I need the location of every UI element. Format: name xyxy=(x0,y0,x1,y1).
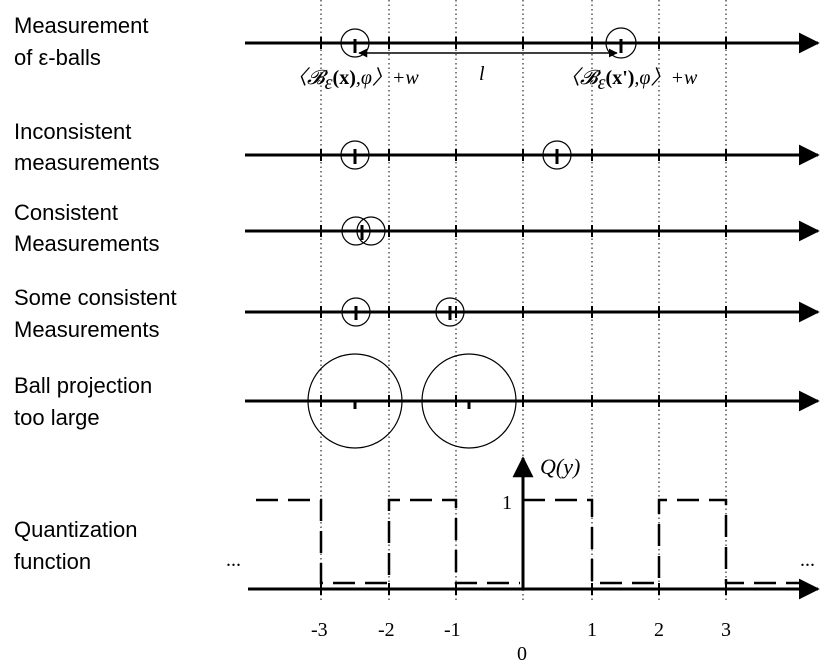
row-label-line-1: Ball projection xyxy=(14,373,152,398)
row-consistent: Consistent Measurements xyxy=(14,200,820,256)
left-bracket: 〈 xyxy=(560,67,584,89)
row-some-consistent: Some consistent Measurements xyxy=(14,285,820,342)
x-tick-label: 1 xyxy=(587,619,597,641)
epsilon-ball-left-large xyxy=(307,353,403,449)
formula-remainder: ,φ〉+w xyxy=(356,67,420,89)
left-ball-formula: 〈𝓑ε(x),φ〉+w xyxy=(287,67,419,94)
epsilon-ball-right xyxy=(356,216,386,246)
epsilon-ball-left xyxy=(341,297,371,327)
row-label-line-2: Measurements xyxy=(14,317,160,342)
x-tick-label: -1 xyxy=(444,619,461,641)
row-label-line-1: Consistent xyxy=(14,200,118,225)
ball-subscript: ε xyxy=(325,72,333,94)
x-tick-label: 3 xyxy=(721,619,731,641)
left-bracket: 〈 xyxy=(287,67,311,89)
distance-label: l xyxy=(479,63,485,85)
row-inconsistent: Inconsistent measurements xyxy=(14,119,820,175)
epsilon-ball-left xyxy=(340,140,370,170)
epsilon-ball-right xyxy=(435,297,465,327)
row-label-line-2: function xyxy=(14,549,91,574)
ball-symbol: 𝓑 xyxy=(307,67,329,89)
epsilon-ball-left xyxy=(341,216,371,246)
right-ball-formula: 〈𝓑ε(x'),φ〉+w xyxy=(560,67,698,94)
level-one-label: 1 xyxy=(502,492,512,514)
ball-argument: (x') xyxy=(606,67,635,89)
ball-symbol: 𝓑 xyxy=(580,67,602,89)
row-label-line-1: Quantization xyxy=(14,517,138,542)
epsilon-ball-right xyxy=(542,140,572,170)
x-tick-label: 2 xyxy=(654,619,664,641)
row-label-line-2: measurements xyxy=(14,150,160,175)
y-axis-label: Q(y) xyxy=(540,454,580,479)
quantization-wave xyxy=(256,498,800,585)
row-label-line-1: Some consistent xyxy=(14,285,177,310)
ball-subscript: ε xyxy=(598,72,606,94)
ellipsis-left: ... xyxy=(226,549,241,571)
row-measurement-of-balls: Measurement of ε-balls l 〈𝓑ε(x),φ〉+w 〈𝓑ε… xyxy=(14,13,820,94)
formula-remainder: ,φ〉+w xyxy=(634,67,698,89)
row-label-line-2: Measurements xyxy=(14,231,160,256)
ball-argument: (x) xyxy=(333,67,356,89)
x-tick-label: -2 xyxy=(378,619,395,641)
epsilon-ball-right xyxy=(605,27,637,59)
ellipsis-right: ... xyxy=(800,549,815,571)
row-ball-too-large: Ball projection too large xyxy=(14,353,820,449)
row-quantization: Quantization function Q(y) 1 -3 -2 -1 1 … xyxy=(14,454,820,665)
row-label-line-1: Inconsistent xyxy=(14,119,131,144)
row-label-line-2: too large xyxy=(14,405,100,430)
epsilon-ball-right-large xyxy=(421,353,517,449)
origin-label: 0 xyxy=(517,643,527,665)
epsilon-ball-left xyxy=(340,28,370,58)
row-label-line-2: of ε-balls xyxy=(14,45,101,70)
row-label-line-1: Measurement xyxy=(14,13,149,38)
x-tick-label: -3 xyxy=(311,619,328,641)
